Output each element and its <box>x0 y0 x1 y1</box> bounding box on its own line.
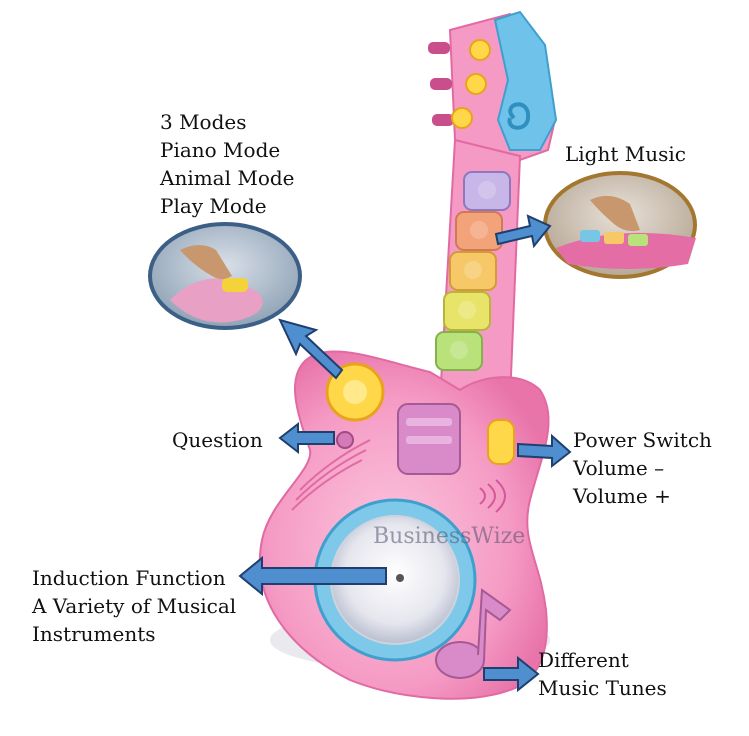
peg-light-2 <box>465 73 487 95</box>
animal-key-1 <box>463 171 511 211</box>
modes-label: 3 Modes Piano Mode Animal Mode Play Mode <box>160 108 295 220</box>
induction-line-2: A Variety of Musical <box>32 594 237 618</box>
arrow-modes <box>278 318 344 380</box>
peg-light-3 <box>451 107 473 129</box>
animal-key-5 <box>435 331 483 371</box>
watermark: BusinessWize <box>373 524 526 549</box>
induction-line-1: Induction Function <box>32 566 226 590</box>
animal-key-4 <box>443 291 491 331</box>
mode-switch-inset-photo <box>148 222 302 330</box>
tunes-line-2: Music Tunes <box>538 676 667 700</box>
animal-key-3 <box>449 251 497 291</box>
question-label: Question <box>172 428 263 452</box>
arrow-tunes <box>483 655 540 693</box>
tunes-line-1: Different <box>538 648 629 672</box>
tuning-peg-1 <box>428 42 450 54</box>
modes-line-2: Piano Mode <box>160 138 281 162</box>
modes-line-1: 3 Modes <box>160 110 247 134</box>
guitar-headstock <box>428 10 558 162</box>
callout-arrows <box>238 214 572 693</box>
light-music-label: Light Music <box>565 142 686 166</box>
tunes-label: Different Music Tunes <box>538 646 667 702</box>
induction-line-3: Instruments <box>32 622 156 646</box>
arrow-light-music <box>494 214 552 249</box>
animal-key-2 <box>455 211 503 251</box>
arrow-power <box>517 433 572 469</box>
tuning-peg-3 <box>432 114 454 126</box>
induction-label: Induction Function A Variety of Musical … <box>32 564 236 648</box>
power-line-2: Volume – <box>573 456 665 480</box>
power-label: Power Switch Volume – Volume + <box>573 426 712 510</box>
animal-key-buttons <box>435 171 511 371</box>
light-music-inset-photo <box>543 171 697 279</box>
modes-line-4: Play Mode <box>160 194 267 218</box>
power-line-1: Power Switch <box>573 428 712 452</box>
music-note-button <box>435 588 512 679</box>
arrow-question <box>278 421 335 455</box>
question-button <box>336 431 354 449</box>
power-line-3: Volume + <box>573 484 671 508</box>
arrow-induction <box>238 555 387 597</box>
peg-light-1 <box>469 39 491 61</box>
tuning-peg-2 <box>430 78 452 90</box>
modes-line-3: Animal Mode <box>160 166 295 190</box>
power-switch <box>487 419 515 465</box>
